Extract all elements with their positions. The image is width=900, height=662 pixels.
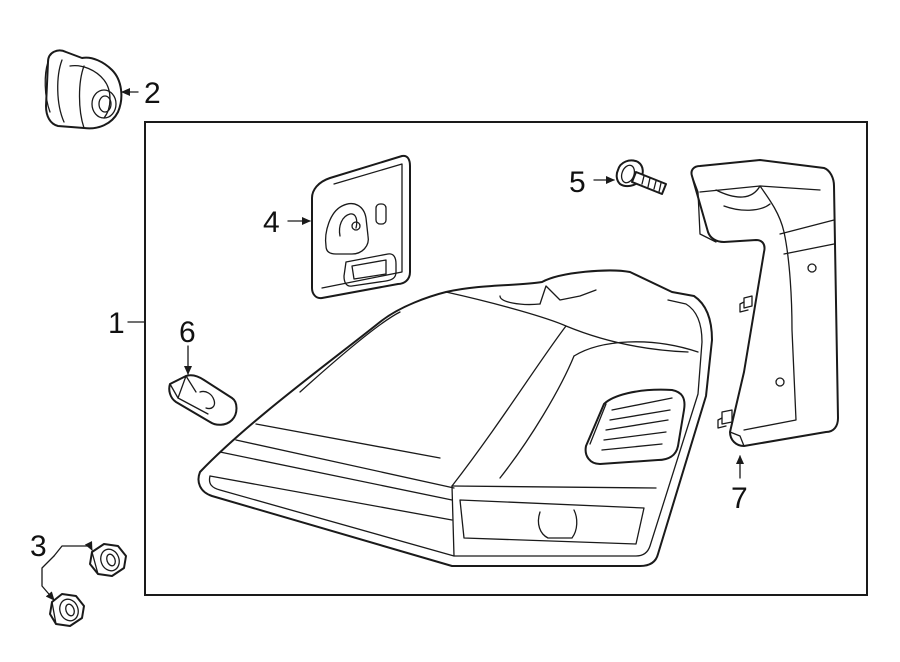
callout-6: 6: [179, 316, 196, 349]
bulb-socket-icon[interactable]: [44, 49, 123, 130]
callout-2: 2: [144, 77, 161, 110]
lamp-housing-bracket-icon[interactable]: [690, 159, 839, 447]
callout-1: 1: [108, 307, 125, 340]
bolt-icon[interactable]: [615, 159, 667, 195]
callout-7: 7: [731, 482, 748, 515]
assembly-frame: [144, 121, 868, 596]
nut-icon[interactable]: [49, 593, 85, 627]
wedge-bulb-icon[interactable]: [168, 374, 238, 426]
callout-3: 3: [30, 530, 47, 563]
tail-lamp-assembly-icon[interactable]: [197, 269, 713, 567]
reflector-bracket-icon[interactable]: [311, 154, 411, 300]
callout-5: 5: [569, 166, 586, 199]
nut-icon[interactable]: [89, 543, 127, 577]
callout-4: 4: [263, 206, 280, 239]
